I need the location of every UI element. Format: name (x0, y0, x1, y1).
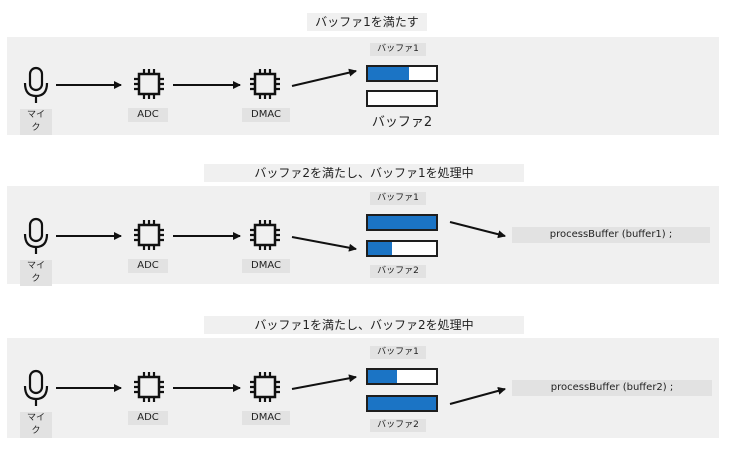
chip-icon (134, 372, 164, 402)
buffer2-label: バッファ2 (370, 419, 426, 432)
arrow-buffer-call-3 (449, 386, 506, 405)
dmac-label: DMAC (242, 108, 290, 122)
chip-icon (250, 69, 280, 99)
buffer1-label: バッファ1 (370, 43, 426, 56)
process-buffer-call: processBuffer (buffer2) ; (512, 380, 712, 396)
mic-label: マイク (20, 260, 52, 286)
scene-3-title: バッファ1を満たし、バッファ2を処理中 (204, 316, 524, 334)
buffer2-fill (368, 397, 436, 410)
buffer2-fill (368, 242, 392, 255)
buffer2-label: バッファ2 (364, 114, 440, 132)
adc-label: ADC (128, 108, 168, 122)
process-buffer-call: processBuffer (buffer1) ; (512, 227, 710, 243)
dmac-label: DMAC (242, 411, 290, 425)
arrow-buffer-call-2 (449, 221, 506, 239)
scene-1-title: バッファ1を満たす (307, 13, 427, 31)
chip-icon (134, 220, 164, 250)
mic-label: マイク (20, 109, 52, 135)
buffer1 (366, 65, 438, 82)
microphone-icon (23, 369, 49, 406)
buffer1-label: バッファ1 (370, 192, 426, 205)
buffer1-fill (368, 216, 436, 229)
buffer1-fill (368, 67, 409, 80)
buffer2 (366, 395, 438, 412)
adc-label: ADC (128, 259, 168, 273)
buffer2 (366, 90, 438, 107)
chip-icon (134, 69, 164, 99)
microphone-icon (23, 217, 49, 254)
dmac-label: DMAC (242, 259, 290, 273)
scene-1-panel (7, 37, 719, 135)
arrow-dmac-buffer-2 (291, 236, 357, 252)
microphone-icon (23, 66, 49, 103)
buffer2 (366, 240, 438, 257)
arrow-dmac-buffer-3 (291, 374, 357, 390)
buffer1-fill (368, 370, 397, 383)
buffer2-label: バッファ2 (370, 265, 426, 278)
buffer1 (366, 368, 438, 385)
adc-label: ADC (128, 411, 168, 425)
chip-icon (250, 220, 280, 250)
buffer1-label: バッファ1 (370, 346, 426, 359)
buffer1 (366, 214, 438, 231)
arrow-dmac-buffer-1 (291, 68, 357, 87)
mic-label: マイク (20, 412, 52, 438)
chip-icon (250, 372, 280, 402)
scene-2-title: バッファ2を満たし、バッファ1を処理中 (204, 164, 524, 182)
